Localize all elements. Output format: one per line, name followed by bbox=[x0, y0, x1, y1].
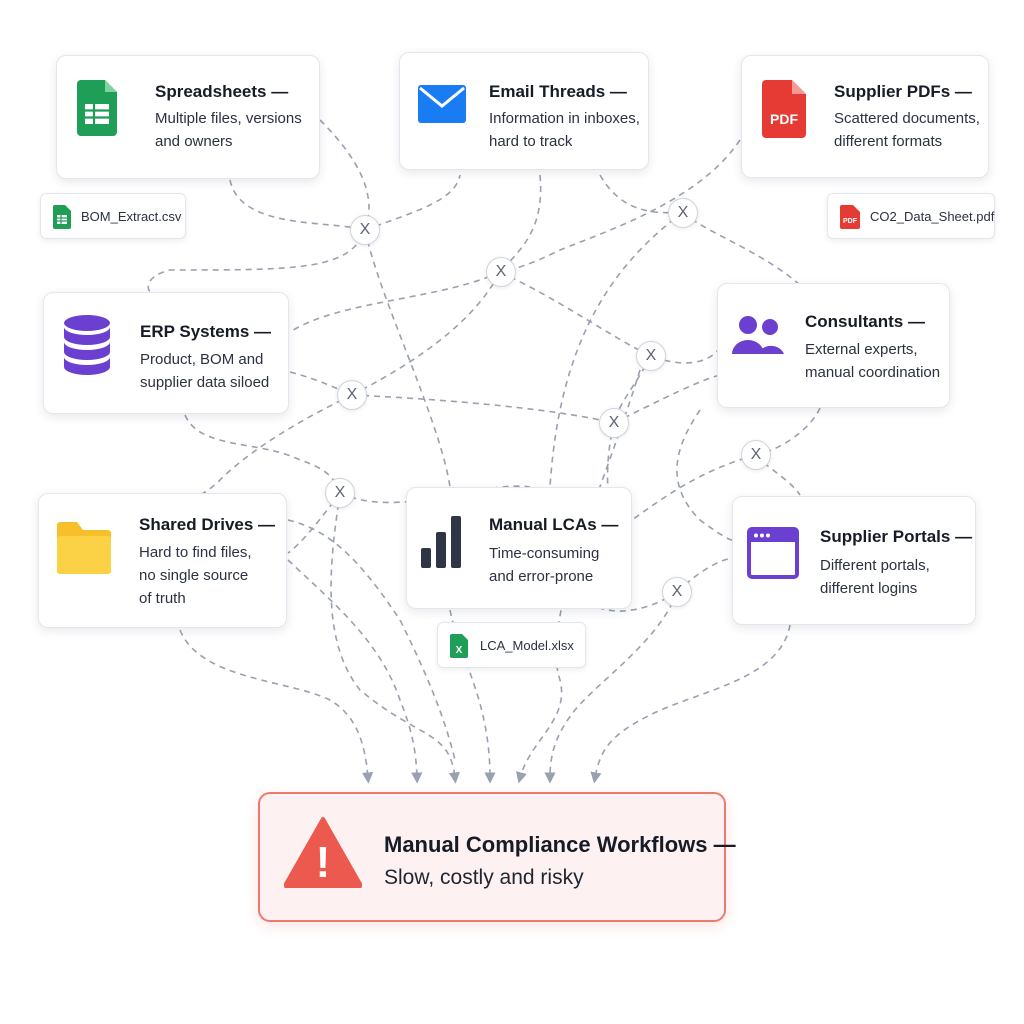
outcome-title: Manual Compliance Workflows — bbox=[384, 832, 736, 857]
file-name: CO2_Data_Sheet.pdf bbox=[870, 209, 995, 224]
database-icon bbox=[64, 315, 110, 382]
card-title: Spreadsheets — bbox=[155, 82, 289, 101]
people-icon bbox=[732, 314, 784, 361]
connector-line bbox=[287, 519, 456, 761]
file-name: BOM_Extract.csv bbox=[81, 209, 182, 224]
pdf-icon-label: PDF bbox=[770, 111, 798, 127]
crossing-mark: X bbox=[337, 380, 367, 410]
pdf-file-icon: PDF bbox=[762, 80, 806, 143]
card-shared-drives[interactable]: Shared Drives — Hard to find files, no s… bbox=[38, 493, 287, 628]
card-description: Multiple files, versions and owners bbox=[155, 110, 302, 150]
outcome-description: Slow, costly and risky bbox=[384, 866, 584, 889]
card-manual-lcas[interactable]: Manual LCAs — Time-consuming and error-p… bbox=[406, 487, 632, 609]
connector-line bbox=[289, 271, 501, 333]
card-title: ERP Systems — bbox=[140, 322, 272, 341]
connector-line bbox=[549, 211, 684, 488]
card-title: Supplier PDFs — bbox=[834, 82, 972, 101]
outcome-manual-compliance-workflows: ! Manual Compliance Workflows — Slow, co… bbox=[258, 792, 736, 922]
card-description: External experts, manual coordination bbox=[805, 341, 941, 381]
connector-line bbox=[682, 211, 801, 286]
card-description: Time-consuming and error-prone bbox=[489, 545, 600, 585]
card-consultants[interactable]: Consultants — External experts, manual c… bbox=[717, 283, 950, 408]
file-chip-bom-extract[interactable]: BOM_Extract.csv bbox=[40, 193, 186, 239]
card-title: Email Threads — bbox=[489, 82, 627, 101]
card-title: Shared Drives — bbox=[139, 515, 276, 534]
crossing-mark: X bbox=[325, 478, 355, 508]
card-description: Hard to find files, no single source of … bbox=[139, 544, 252, 607]
crossing-mark: X bbox=[668, 198, 698, 228]
file-chip-lca-model[interactable]: X LCA_Model.xlsx bbox=[437, 622, 586, 668]
card-supplier-portals[interactable]: Supplier Portals — Different portals, di… bbox=[732, 496, 976, 625]
crossing-mark: X bbox=[741, 440, 771, 470]
card-description: Product, BOM and supplier data siloed bbox=[140, 351, 270, 391]
excel-file-icon: X bbox=[450, 634, 468, 661]
card-email-threads[interactable]: Email Threads — Information in inboxes, … bbox=[399, 52, 649, 170]
connector-line bbox=[364, 229, 451, 488]
connector-line bbox=[229, 179, 366, 231]
connector-line bbox=[351, 271, 501, 396]
connector-line bbox=[599, 591, 678, 612]
connector-line bbox=[287, 492, 341, 554]
connector-line bbox=[364, 174, 461, 231]
card-description: Different portals, different logins bbox=[820, 557, 930, 597]
bar-chart-icon bbox=[421, 514, 463, 573]
connector-line bbox=[199, 394, 353, 496]
connector-line bbox=[599, 174, 684, 214]
file-name: LCA_Model.xlsx bbox=[480, 638, 574, 653]
crossing-mark: X bbox=[350, 215, 380, 245]
crossing-mark: X bbox=[599, 408, 629, 438]
connector-line bbox=[449, 609, 496, 784]
card-spreadsheets[interactable]: Spreadsheets — Multiple files, versions … bbox=[56, 55, 320, 179]
crossing-mark: X bbox=[486, 257, 516, 287]
connector-line bbox=[184, 414, 341, 494]
pdf-file-icon: PDF bbox=[840, 205, 860, 232]
card-title: Supplier Portals — bbox=[820, 527, 973, 546]
connector-line bbox=[499, 271, 719, 364]
folder-icon bbox=[57, 522, 111, 579]
card-title: Consultants — bbox=[805, 312, 925, 331]
crossing-mark: X bbox=[662, 577, 692, 607]
connector-line bbox=[516, 369, 641, 784]
connector-line bbox=[179, 629, 374, 784]
connector-line bbox=[590, 624, 791, 784]
spreadsheet-file-icon bbox=[53, 205, 71, 232]
card-description: Information in inboxes, hard to track bbox=[489, 110, 640, 150]
connector-line bbox=[330, 492, 460, 784]
card-title: Manual LCAs — bbox=[489, 515, 619, 534]
warning-exclamation: ! bbox=[316, 838, 331, 887]
spreadsheet-icon bbox=[77, 80, 117, 141]
envelope-icon bbox=[418, 85, 466, 128]
connector-line bbox=[544, 591, 678, 784]
card-supplier-pdfs[interactable]: PDF Supplier PDFs — Scattered documents,… bbox=[741, 55, 989, 178]
connector-line bbox=[351, 394, 615, 424]
browser-window-icon bbox=[747, 527, 799, 584]
warning-triangle-icon: ! bbox=[283, 816, 363, 893]
card-erp-systems[interactable]: ERP Systems — Product, BOM and supplier … bbox=[43, 292, 289, 414]
file-chip-co2-data-sheet[interactable]: PDF CO2_Data_Sheet.pdf bbox=[827, 193, 995, 239]
excel-icon-label: X bbox=[456, 645, 463, 656]
card-description: Scattered documents, different formats bbox=[834, 110, 980, 150]
connector-line bbox=[287, 559, 423, 784]
pdf-icon-label: PDF bbox=[843, 218, 858, 225]
connector-line bbox=[631, 454, 757, 521]
crossing-mark: X bbox=[636, 341, 666, 371]
connector-line bbox=[613, 374, 721, 424]
